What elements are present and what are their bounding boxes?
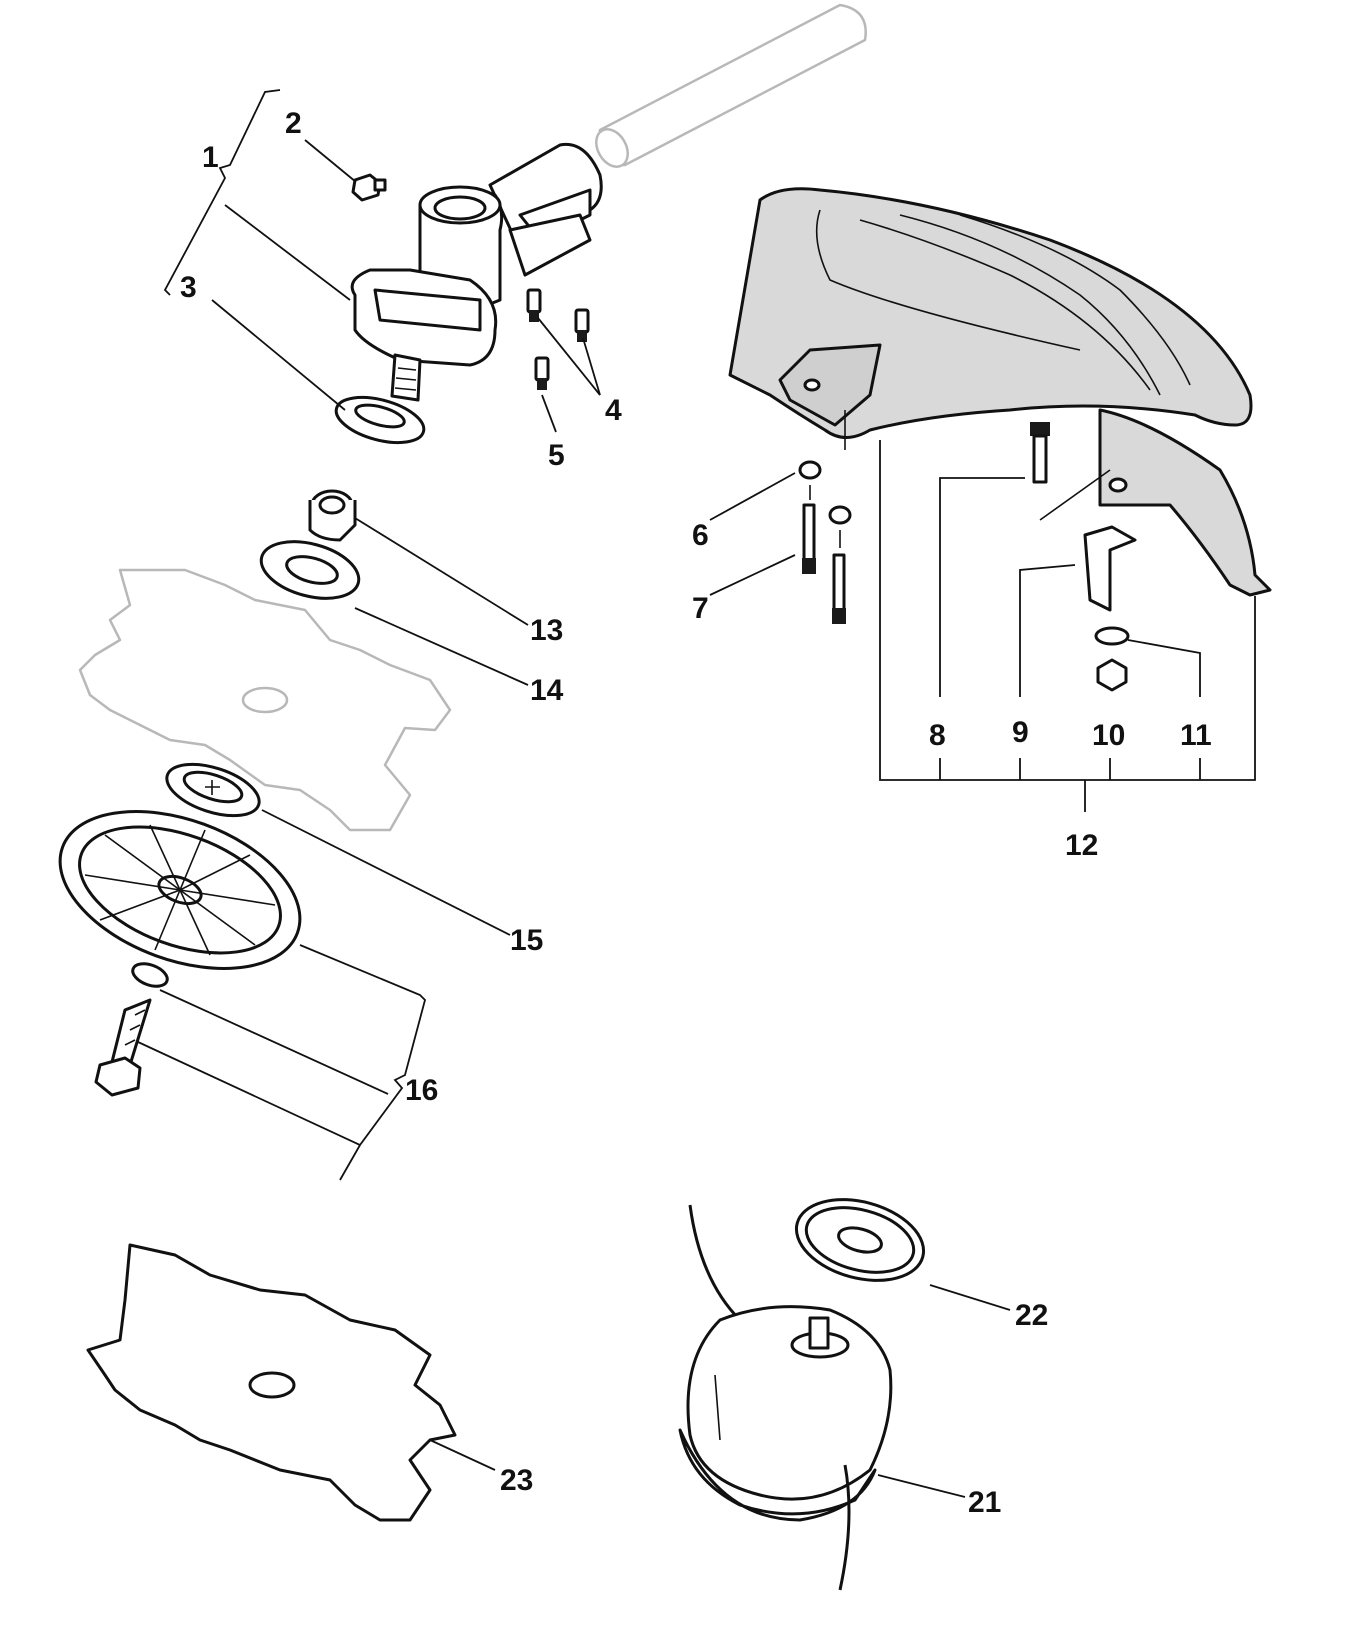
callout-14: 14 xyxy=(530,674,564,707)
ribbed-disc xyxy=(58,810,302,970)
callout-2: 2 xyxy=(285,107,302,140)
callout-3: 3 xyxy=(180,271,197,304)
callout-15: 15 xyxy=(510,924,543,957)
trimmer-head xyxy=(678,1204,893,1591)
callout-1: 1 xyxy=(202,141,219,174)
callout-13: 13 xyxy=(530,614,563,647)
callout-numbers: 1 2 3 4 5 6 7 8 9 10 11 12 13 14 15 16 2… xyxy=(180,107,1212,1519)
callout-6: 6 xyxy=(692,519,709,552)
bearing-14 xyxy=(259,540,361,600)
callout-21: 21 xyxy=(968,1486,1001,1519)
guard-hardware xyxy=(798,422,1137,692)
callout-4: 4 xyxy=(605,394,622,427)
callout-8: 8 xyxy=(929,719,946,752)
blade-guard xyxy=(728,187,1272,597)
seal-ring xyxy=(334,395,426,445)
callout-10: 10 xyxy=(1092,719,1125,752)
leader-lines xyxy=(137,89,1256,1498)
gear-screws xyxy=(526,288,590,390)
callout-5: 5 xyxy=(548,439,565,472)
callout-16: 16 xyxy=(405,1074,438,1107)
blade-ghost xyxy=(78,568,452,832)
callout-7: 7 xyxy=(692,592,709,625)
flange-washer xyxy=(165,762,261,818)
four-tooth-blade xyxy=(86,1243,457,1522)
bolt-and-washer xyxy=(94,962,169,1097)
callout-23: 23 xyxy=(500,1464,533,1497)
bearing-13 xyxy=(308,489,357,542)
gear-head xyxy=(350,142,603,402)
callout-11: 11 xyxy=(1180,719,1212,752)
shaft-tube xyxy=(595,3,867,168)
trimmer-cap xyxy=(794,1198,926,1282)
callout-9: 9 xyxy=(1012,716,1029,749)
callout-12: 12 xyxy=(1065,829,1098,862)
grease-nipple xyxy=(351,173,387,202)
callout-22: 22 xyxy=(1015,1299,1048,1332)
